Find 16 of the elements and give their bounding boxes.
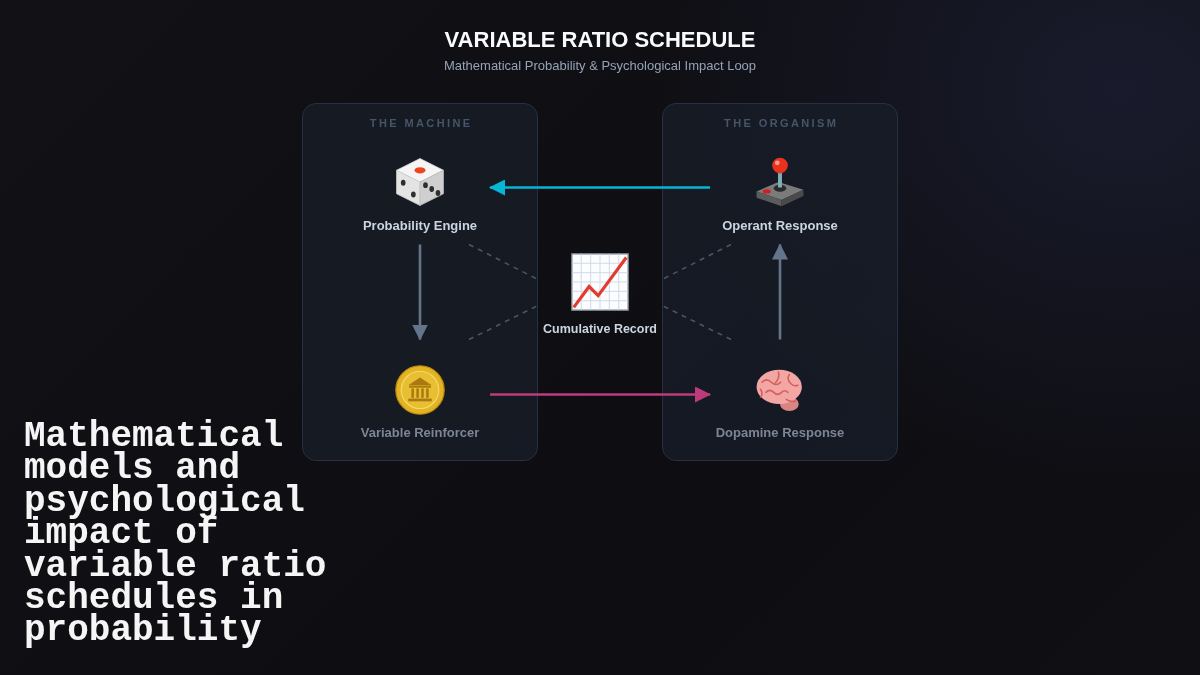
arrow xyxy=(772,243,788,340)
headline-text: Mathematical models and psychological impact of variable ratio schedules in probability xyxy=(24,421,328,648)
arrow xyxy=(490,386,711,403)
node-label: Cumulative Record xyxy=(543,321,657,337)
arrow xyxy=(412,244,428,341)
node-label: Dopamine Response xyxy=(715,424,845,441)
diagram-title: VARIABLE RATIO SCHEDULE xyxy=(444,27,756,53)
node-label: Variable Reinforcer xyxy=(360,424,480,441)
panel xyxy=(662,103,898,461)
panel xyxy=(302,103,538,461)
arrow xyxy=(489,179,710,196)
subtitle: Mathematical Probability & Psychological Impact Loop xyxy=(443,58,757,74)
panel-heading: THE ORGANISM xyxy=(723,117,839,130)
panel-heading: THE MACHINE xyxy=(368,117,473,130)
node-label: Operant Response xyxy=(722,217,838,234)
node-label: Probability Engine xyxy=(362,217,478,234)
